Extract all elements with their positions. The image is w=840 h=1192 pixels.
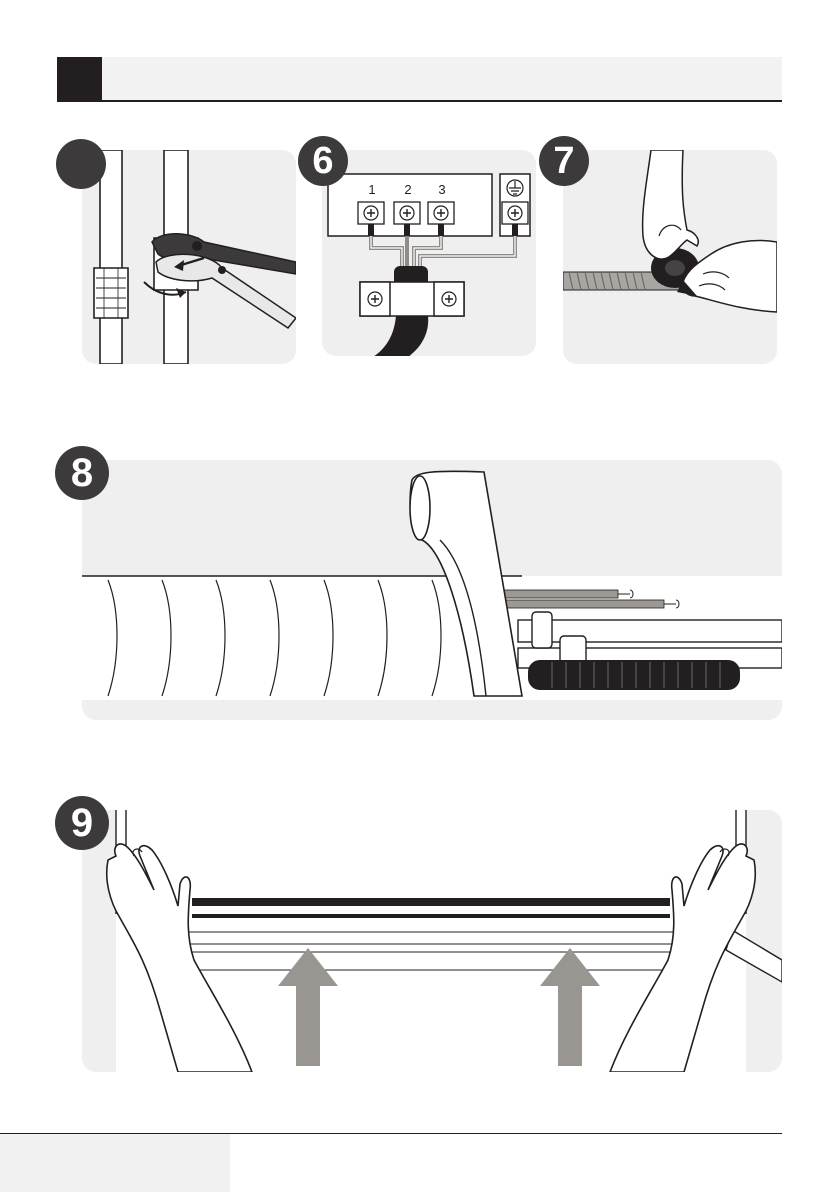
header-bar [57,57,782,102]
step8-panel [82,460,782,720]
footer-box [0,1134,230,1192]
step5-panel [82,150,296,364]
terminal-block-diagram [322,150,536,356]
step9-badge: 9 [55,796,109,850]
terminal-label-3: 3 [436,182,448,197]
step7-badge: 7 [539,136,589,186]
step8-badge: 8 [55,446,109,500]
header-black-square [57,57,102,102]
up-arrow-icon [278,948,338,1066]
step5-badge [56,139,106,189]
step9-panel [82,810,782,1072]
step7-panel [563,150,777,364]
hands-taping-pipe [563,150,777,364]
header-rule [57,100,782,102]
step6-panel [322,150,536,356]
step6-badge: 6 [298,136,348,186]
wrench-illustration [82,150,296,364]
tape-wrap-illustration [82,460,782,720]
terminal-label-1: 1 [366,182,378,197]
up-arrow-icon [540,948,600,1066]
terminal-label-2: 2 [402,182,414,197]
ground-icon [507,180,523,196]
hands-lifting-panel [82,810,782,1072]
screw-terminal-icon [358,202,528,224]
